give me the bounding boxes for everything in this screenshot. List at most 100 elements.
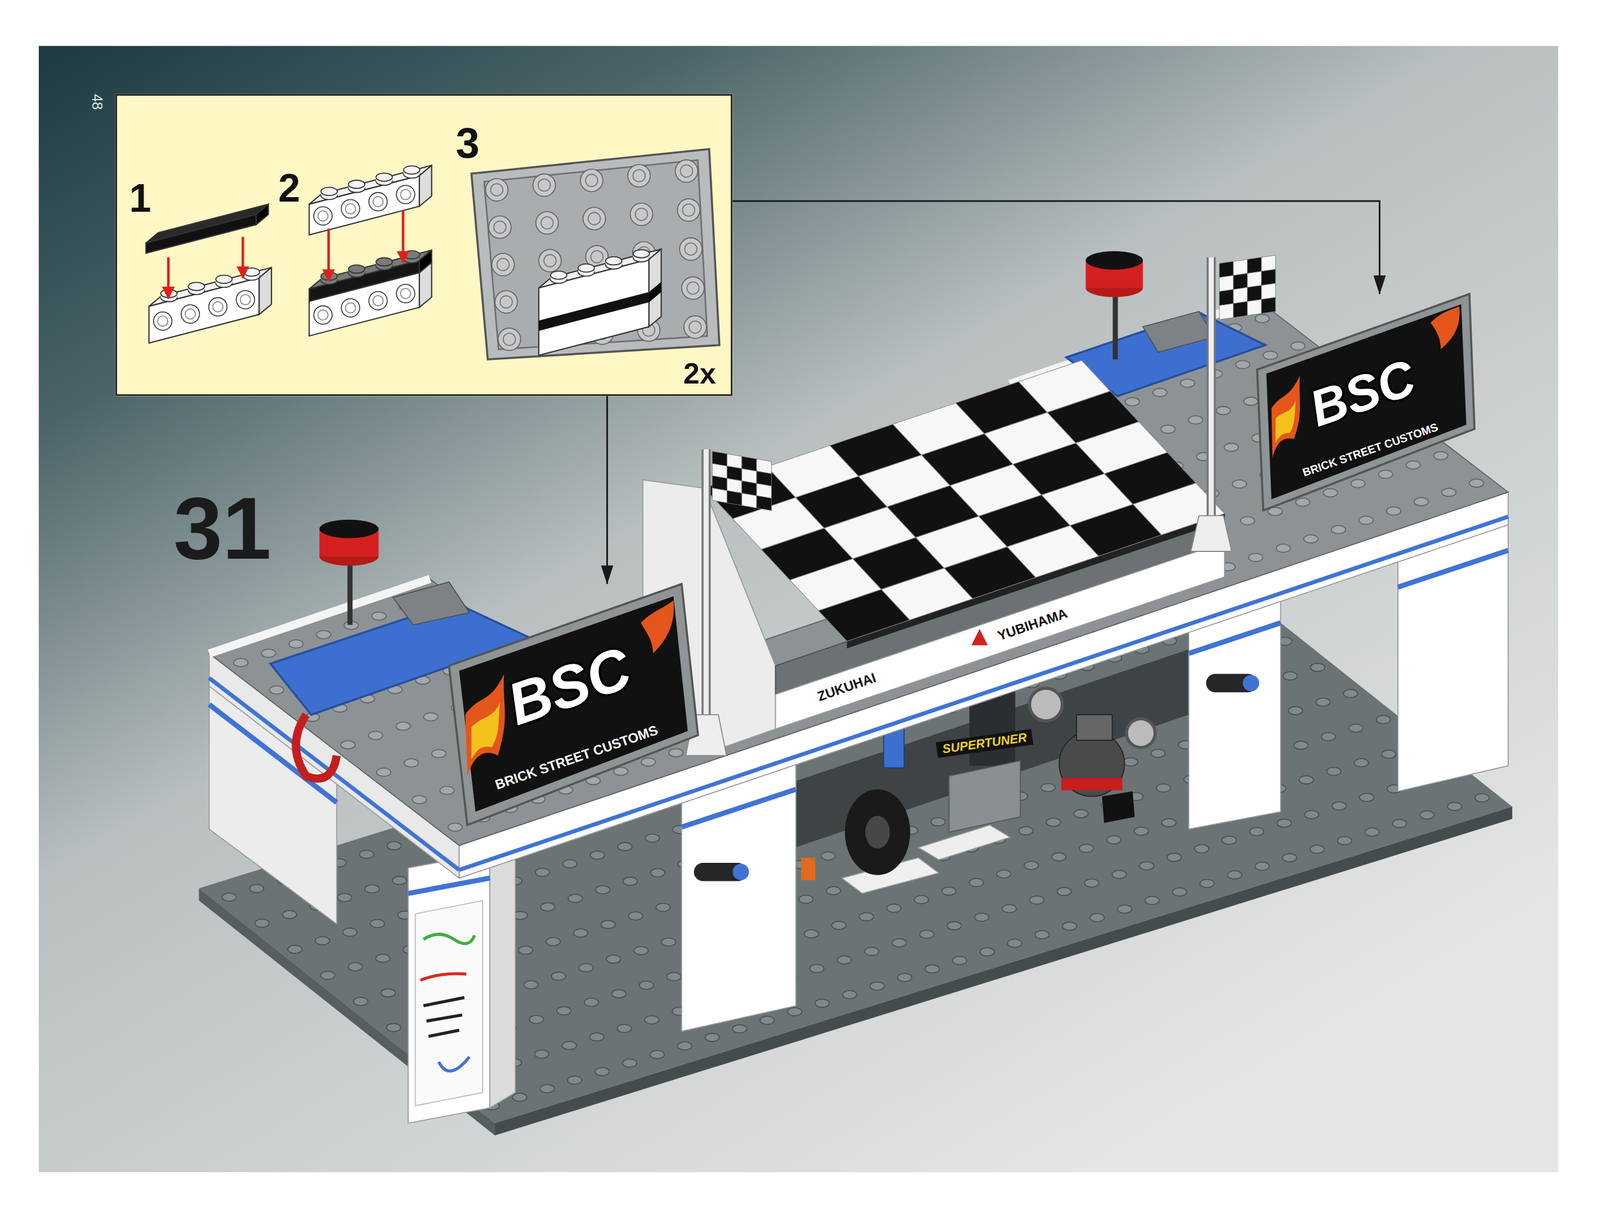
center-block bbox=[971, 628, 989, 646]
stud bbox=[1283, 671, 1298, 681]
stud bbox=[826, 886, 841, 895]
stud bbox=[1254, 861, 1269, 871]
checkered-flag bbox=[1233, 258, 1248, 276]
panel-hole bbox=[498, 328, 521, 351]
stud bbox=[831, 921, 846, 930]
stud bbox=[546, 937, 561, 946]
stud bbox=[348, 264, 365, 274]
stud bbox=[1419, 810, 1434, 820]
stud bbox=[1392, 819, 1407, 828]
stud bbox=[386, 1022, 401, 1032]
garage-interior bbox=[1061, 777, 1123, 790]
stud bbox=[1364, 827, 1379, 837]
side-stud bbox=[313, 305, 333, 325]
stud bbox=[540, 902, 555, 911]
placement-arrow bbox=[241, 237, 245, 279]
stud bbox=[628, 911, 643, 920]
stud bbox=[249, 883, 264, 893]
stud bbox=[1337, 836, 1352, 845]
garage-interior bbox=[1058, 730, 1125, 797]
checker-tile bbox=[1018, 360, 1111, 413]
checkered-flag bbox=[1219, 289, 1234, 306]
stud bbox=[1079, 843, 1094, 853]
billboards bbox=[1275, 400, 1296, 444]
quantity-label-holder: 2x bbox=[683, 358, 717, 388]
stud bbox=[613, 766, 628, 776]
panel-hole bbox=[485, 178, 508, 201]
stud bbox=[655, 903, 670, 912]
stud bbox=[376, 767, 391, 777]
stud bbox=[423, 712, 439, 722]
side-stud bbox=[396, 185, 415, 204]
placement-arrow bbox=[327, 228, 330, 281]
roof-parts bbox=[392, 581, 470, 625]
stud bbox=[1276, 818, 1291, 828]
garage-interior bbox=[1076, 714, 1112, 740]
billboards bbox=[449, 293, 1476, 825]
sign-text: BRICK STREET CUSTOMS bbox=[493, 722, 660, 792]
checkered-flag bbox=[712, 488, 727, 503]
stud bbox=[1029, 895, 1044, 905]
stud bbox=[924, 964, 940, 973]
upper-deck bbox=[209, 300, 1509, 846]
stud bbox=[1040, 783, 1056, 792]
panel-hole bbox=[590, 250, 603, 263]
checkered-flag bbox=[1219, 261, 1234, 278]
stud bbox=[370, 919, 385, 928]
stud bbox=[315, 936, 330, 945]
flag-poles bbox=[1208, 257, 1214, 531]
checkered-flag bbox=[726, 490, 742, 505]
stud bbox=[842, 990, 857, 999]
stud bbox=[1475, 793, 1490, 802]
white-pillars bbox=[423, 997, 465, 1036]
page-number: 48 bbox=[90, 94, 105, 110]
stud bbox=[359, 850, 374, 859]
stud bbox=[974, 912, 989, 922]
garage-interior bbox=[1102, 790, 1135, 823]
stud bbox=[381, 988, 396, 998]
checkered-flag bbox=[1261, 297, 1276, 314]
stud bbox=[395, 721, 410, 731]
stud bbox=[1304, 810, 1319, 819]
stud bbox=[524, 980, 539, 989]
stud bbox=[1282, 853, 1297, 862]
panel-hole bbox=[675, 159, 698, 183]
stud bbox=[1310, 845, 1325, 854]
white-pillars bbox=[415, 900, 484, 1106]
panel-hole bbox=[580, 168, 603, 192]
stud bbox=[261, 649, 276, 658]
stud bbox=[1051, 852, 1066, 861]
side-stud bbox=[208, 297, 228, 316]
logo-text: BSC bbox=[1303, 351, 1421, 435]
panel-hole bbox=[503, 333, 516, 346]
roof-parts bbox=[296, 714, 338, 779]
placement-arrow bbox=[167, 257, 171, 299]
stud bbox=[1062, 921, 1077, 931]
panel-hole bbox=[629, 203, 653, 226]
stud bbox=[897, 972, 912, 982]
panel-hole bbox=[677, 198, 700, 222]
garage-interior bbox=[918, 824, 1010, 860]
stud bbox=[403, 250, 420, 259]
stud bbox=[1188, 415, 1203, 424]
checkered-flag bbox=[1247, 285, 1262, 302]
stud bbox=[337, 892, 352, 902]
checkered-flag bbox=[1233, 287, 1248, 304]
stud bbox=[601, 919, 616, 929]
roof-parts bbox=[319, 519, 379, 539]
panel-hole bbox=[632, 169, 646, 182]
billboards bbox=[640, 600, 674, 654]
stud bbox=[518, 945, 533, 955]
callout-ground bbox=[115, 94, 734, 397]
checkered-flag bbox=[742, 493, 757, 508]
stud bbox=[864, 946, 879, 956]
stud bbox=[931, 817, 946, 826]
panel-hole bbox=[679, 237, 703, 261]
step-number-holder: 3 bbox=[456, 121, 480, 165]
stud bbox=[605, 256, 623, 266]
brick-end bbox=[649, 248, 662, 327]
stud bbox=[573, 928, 588, 937]
stud bbox=[1441, 488, 1456, 497]
stud bbox=[1073, 809, 1088, 819]
stud bbox=[375, 953, 390, 963]
